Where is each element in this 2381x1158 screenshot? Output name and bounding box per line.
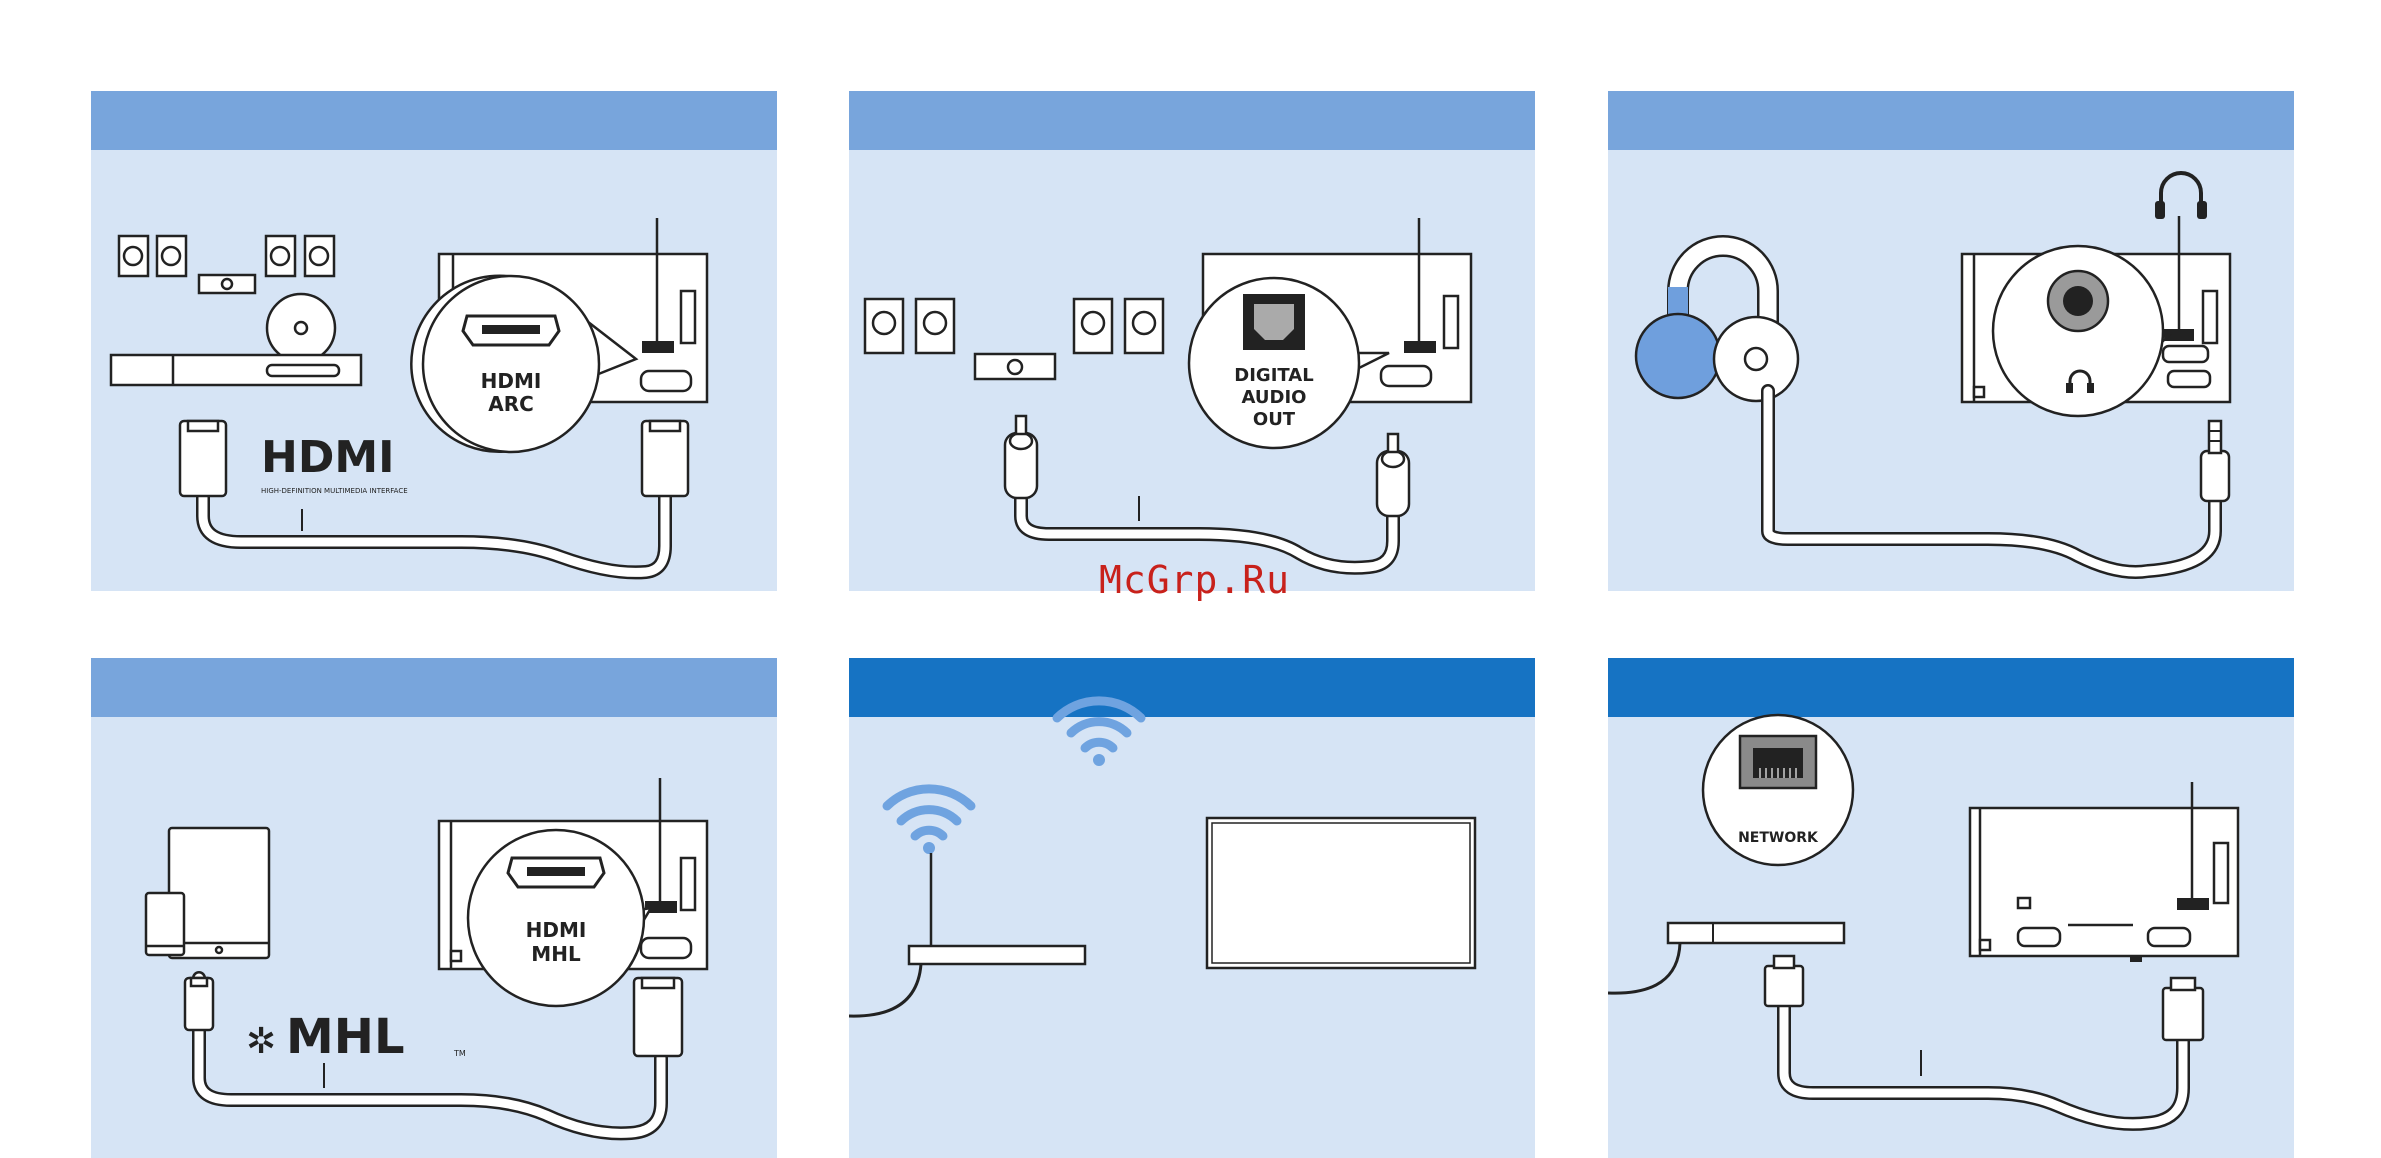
wireless-diagram <box>849 658 1535 1158</box>
bubble-label-line3: OUT <box>1253 409 1296 430</box>
panel-digital-audio-out: DIGITAL AUDIO OUT <box>849 91 1535 591</box>
tv-front-icon <box>1207 818 1475 968</box>
optical-audio-diagram: DIGITAL AUDIO OUT <box>849 91 1535 591</box>
headphone-diagram <box>1608 91 2294 591</box>
bubble-label-line2: AUDIO <box>1242 387 1307 408</box>
bubble-label-line1: HDMI <box>526 918 587 942</box>
audio-plug-icon <box>2201 451 2229 501</box>
ethernet-plug-icon <box>1765 966 1803 1006</box>
router-icon <box>909 946 1085 964</box>
panel-network: NETWORK <box>1608 658 2294 1158</box>
wifi-icon <box>887 789 971 836</box>
panel-hdmi-mhl: HDMI MHL ✲ MHL TM <box>91 658 777 1158</box>
hdmi-logo: HDMI <box>261 432 395 483</box>
bubble-label-line2: MHL <box>531 942 581 966</box>
hdmi-logo-subtitle: HIGH-DEFINITION MULTIMEDIA INTERFACE <box>261 487 408 495</box>
bubble-label-line1: DIGITAL <box>1234 365 1313 386</box>
mhl-logo-trademark: TM <box>453 1049 466 1058</box>
headphone-jack-icon <box>2063 286 2093 316</box>
wifi-icon <box>1057 701 1141 748</box>
panel-headphones <box>1608 91 2294 591</box>
bubble-label-line2: ARC <box>488 392 534 416</box>
hdmi-arc-diagram: HDMI ARC HDMI HIGH-DEFINITION MULTIMEDIA… <box>91 91 777 591</box>
mhl-logo: MHL <box>286 1009 405 1065</box>
watermark-text: McGrp.Ru <box>1099 558 1290 602</box>
panel-hdmi-arc: HDMI ARC HDMI HIGH-DEFINITION MULTIMEDIA… <box>91 91 777 591</box>
bubble-label-line1: HDMI <box>481 369 542 393</box>
bubble-label-line1: NETWORK <box>1738 830 1819 846</box>
hdmi-arc-bubble <box>423 276 599 452</box>
router-icon <box>1668 923 1844 943</box>
mhl-logo-icon: ✲ <box>246 1021 276 1062</box>
headphones-icon <box>2161 173 2201 216</box>
hdmi-mhl-diagram: HDMI MHL ✲ MHL TM <box>91 658 777 1158</box>
hdmi-plug-icon <box>634 978 682 1056</box>
tv-back-icon <box>1970 808 2238 956</box>
panel-wireless <box>849 658 1535 1158</box>
network-diagram: NETWORK <box>1608 658 2294 1158</box>
ethernet-plug-icon <box>2163 988 2203 1040</box>
